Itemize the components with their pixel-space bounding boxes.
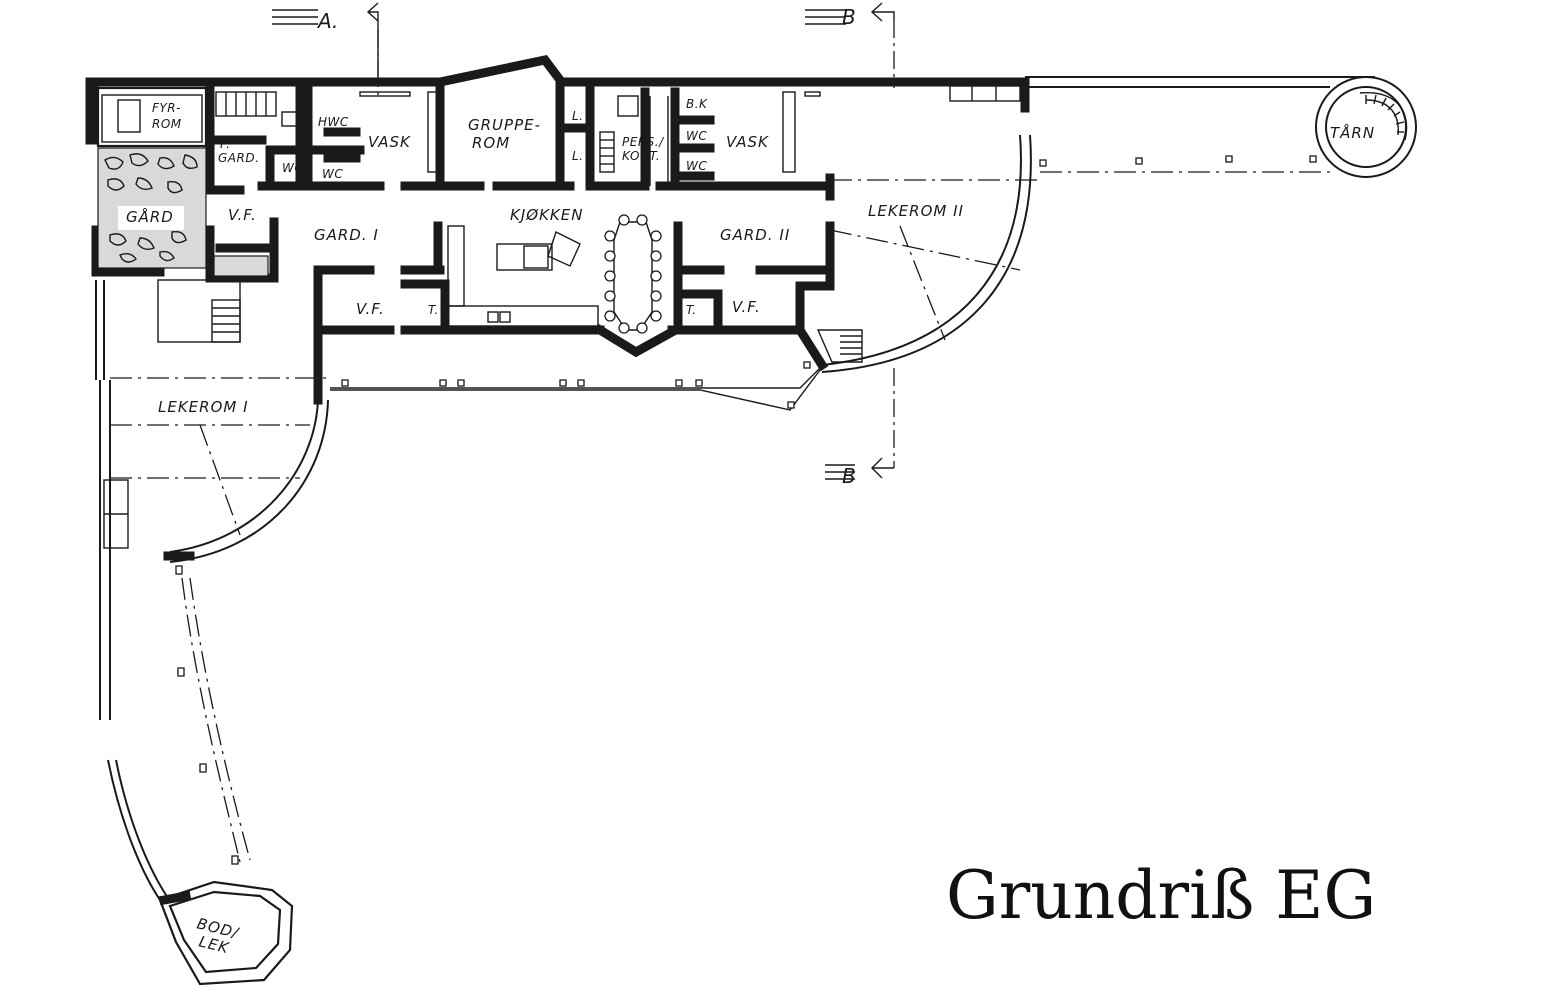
label-hwc: HWC — [318, 115, 349, 129]
label-l-2: L. — [572, 149, 584, 163]
label-bk: B.K — [686, 97, 708, 111]
label-fyrrom-2: ROM — [152, 117, 182, 131]
label-grupperom-2: ROM — [472, 134, 510, 152]
terrace-outline — [110, 361, 821, 536]
label-wc-3: WC — [686, 129, 707, 143]
label-gard-small: GÅRD — [126, 207, 174, 226]
label-gard-2: GARD. II — [720, 226, 790, 244]
label-grupperom-1: GRUPPE- — [468, 116, 541, 134]
section-marker-b-bottom: B — [825, 368, 895, 488]
label-pers-kont-2: KONT. — [622, 149, 660, 163]
label-t-1: T. — [428, 303, 439, 317]
label-p-gard-1: P. — [220, 137, 230, 151]
section-marker-b-top: B — [805, 2, 895, 88]
label-vf-2: V.F. — [356, 300, 385, 318]
section-label-b-bottom: B — [842, 464, 856, 488]
walkway-and-tower — [1039, 76, 1417, 178]
label-taarn: TÅRN — [1330, 123, 1375, 142]
label-wc-2: WC — [322, 167, 343, 181]
kitchen-area — [313, 214, 835, 405]
central-walls — [492, 83, 1021, 201]
exterior-walls — [85, 55, 1375, 720]
label-vask-2: VASK — [726, 133, 769, 151]
label-vf-1: V.F. — [228, 206, 257, 224]
drawing-title: Grundriß EG — [946, 857, 1376, 934]
label-vf-3: V.F. — [732, 298, 761, 316]
bod-lek-extension — [107, 565, 294, 986]
gard-courtyard — [97, 147, 207, 269]
label-lekerom-1: LEKEROM I — [158, 398, 249, 416]
label-wc-4: WC — [686, 159, 707, 173]
room-labels: FYR- ROM GÅRD P. GARD. HWC WC WC VASK GR… — [126, 97, 1375, 957]
label-pers-kont-1: PERS./ — [622, 135, 665, 149]
label-l-1: L. — [572, 109, 584, 123]
section-marker-a-top: A. — [272, 2, 379, 95]
section-label-a: A. — [316, 9, 338, 33]
lekerom2-walls — [793, 134, 1040, 373]
label-vask-1: VASK — [368, 133, 411, 151]
label-gard-1: GARD. I — [314, 226, 379, 244]
service-block-walls — [157, 83, 485, 343]
label-fyrrom-1: FYR- — [152, 101, 181, 115]
label-p-gard-2: GARD. — [218, 151, 259, 165]
label-wc-1: WC — [282, 161, 303, 175]
label-lekerom-2: LEKEROM II — [868, 202, 964, 220]
label-t-2: T. — [686, 303, 697, 317]
lekerom1-walls — [103, 399, 329, 563]
section-label-b-top: B — [842, 5, 856, 29]
label-kjokken: KJØKKEN — [510, 206, 583, 224]
